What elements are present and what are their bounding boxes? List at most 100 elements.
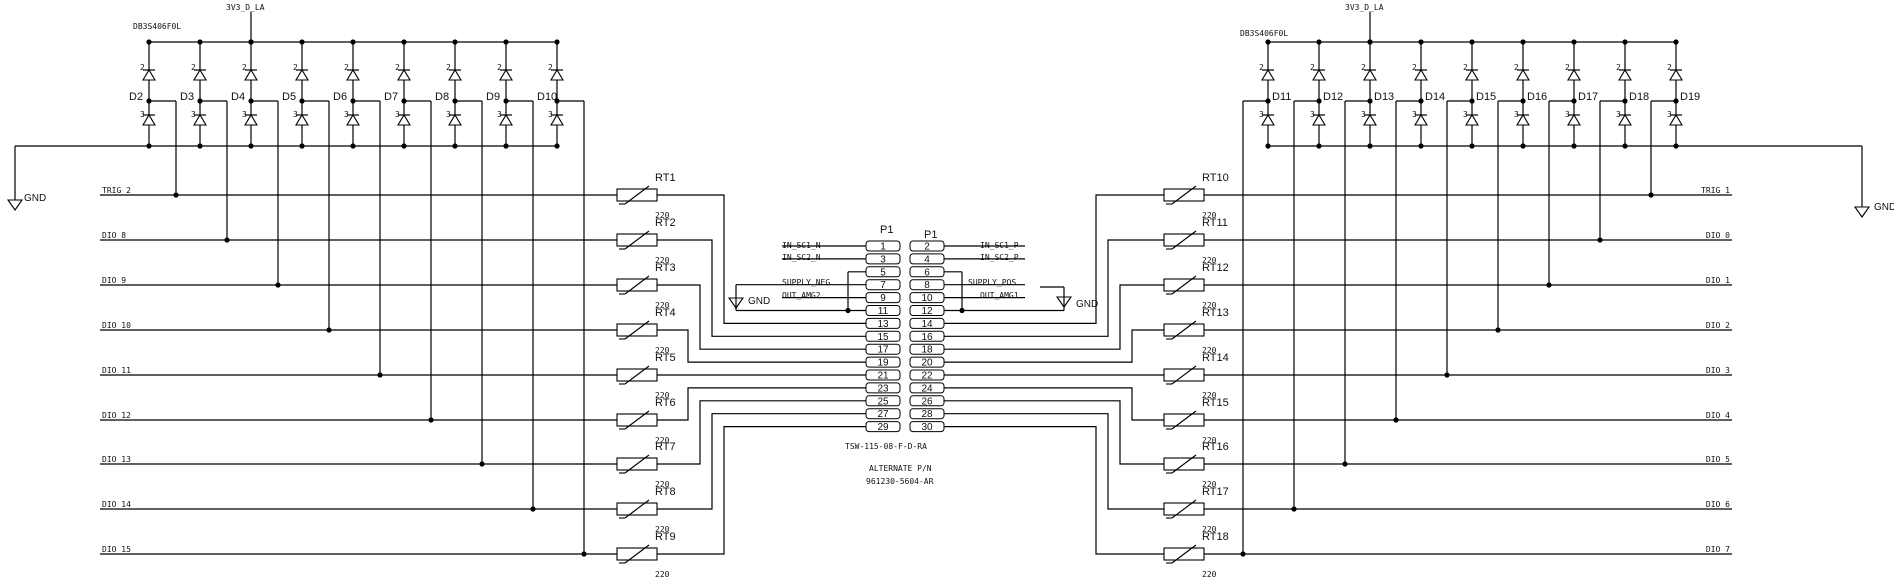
connector-pin-box <box>909 421 945 433</box>
diode-ref: D5 <box>282 91 296 103</box>
connector-pin-number: 16 <box>921 332 933 343</box>
connector-pin-number: 13 <box>877 319 889 330</box>
diode-triangle <box>346 113 360 126</box>
signal-label: DIO_4 <box>1706 411 1730 420</box>
diode-triangle <box>1618 113 1632 126</box>
diode-ref: D15 <box>1476 91 1496 103</box>
diode-pin-number: 3 <box>1616 110 1621 119</box>
resistor-var-line <box>1171 365 1197 385</box>
diode-pin-number: 2 <box>1616 63 1621 72</box>
diode-pin-number: 2 <box>1310 63 1315 72</box>
junction-dot <box>503 143 509 149</box>
diode-ref: D4 <box>231 91 245 103</box>
resistor-var-line <box>1171 410 1197 430</box>
wire <box>675 329 866 363</box>
power-rail-label-left: 3V3_D_LA <box>226 3 265 12</box>
connector-pin-box <box>865 279 901 291</box>
diode-triangle <box>1312 68 1326 81</box>
diode-pin-number: 2 <box>242 63 247 72</box>
diode-pin-number: 2 <box>140 63 145 72</box>
diode-triangle <box>550 113 564 126</box>
resistor <box>1163 499 1205 519</box>
connector-pin-number: 24 <box>921 383 933 394</box>
signal-label: DIO_8 <box>102 231 126 240</box>
resistor-ref: RT3 <box>655 262 676 274</box>
junction-dot <box>248 39 254 45</box>
diode-pin-number: 3 <box>293 110 298 119</box>
diode-pin-number: 2 <box>293 63 298 72</box>
diode-ref: D19 <box>1680 91 1700 103</box>
diode-pin-number: 3 <box>242 110 247 119</box>
junction-dot <box>1393 417 1399 423</box>
resistor-value: 220 <box>1202 301 1217 310</box>
junction-dot <box>350 98 356 104</box>
connector-pin-box <box>865 330 901 342</box>
connector-pin-number: 18 <box>921 345 933 356</box>
resistor-ref: RT6 <box>655 397 676 409</box>
junction-dot <box>1316 98 1322 104</box>
gnd-symbol <box>1055 296 1073 308</box>
signal-label: TRIG_2 <box>102 186 131 195</box>
gnd-label: GND <box>1076 299 1098 310</box>
wire <box>944 284 1164 350</box>
resistor-var-line <box>1171 499 1197 519</box>
junction-dot <box>1469 98 1475 104</box>
junction-dot <box>479 461 485 467</box>
diode-triangle <box>244 113 258 126</box>
resistor-ref: RT15 <box>1202 397 1229 409</box>
diode-ref: D14 <box>1425 91 1445 103</box>
resistor <box>1163 275 1205 295</box>
resistor-ref: RT17 <box>1202 486 1229 498</box>
diode-pin-number: 3 <box>1259 110 1264 119</box>
diode-triangle <box>1465 68 1479 81</box>
diode-triangle <box>193 68 207 81</box>
junction-dot <box>248 143 254 149</box>
connector-net-label: IN_SC2_N <box>782 253 821 262</box>
connector-pin-number: 3 <box>880 254 886 265</box>
connector-pin-number: 1 <box>880 242 886 253</box>
junction-dot <box>299 143 305 149</box>
alternate-pn-title: ALTERNATE P/N <box>869 464 932 473</box>
diode-ref: D11 <box>1272 91 1291 103</box>
connector-ref-right: P1 <box>924 229 937 241</box>
diode-triangle <box>1261 113 1275 126</box>
signal-label: TRIG_1 <box>1701 186 1730 195</box>
junction-dot <box>530 506 536 512</box>
connector-net-label: OUT_AMG2 <box>782 291 821 300</box>
resistor <box>616 544 658 564</box>
junction-dot <box>299 98 305 104</box>
resistor-value: 220 <box>655 211 670 220</box>
diode-triangle <box>1567 68 1581 81</box>
junction-dot <box>1469 143 1475 149</box>
tvs-part-label-right: DB3S406F0L <box>1240 29 1288 38</box>
junction-dot <box>1622 143 1628 149</box>
diode-ref: D17 <box>1578 91 1598 103</box>
junction-dot <box>1265 39 1271 45</box>
diode-pin-number: 2 <box>395 63 400 72</box>
signal-label: DIO_12 <box>102 411 131 420</box>
tvs-part-label-left: DB3S406F0L <box>133 22 181 31</box>
diode-ref: D7 <box>384 91 398 103</box>
connector-pin-number: 11 <box>878 306 889 317</box>
gnd-symbol <box>727 297 745 309</box>
gnd-symbol <box>6 199 24 211</box>
junction-dot <box>1367 143 1373 149</box>
diode-triangle <box>499 113 513 126</box>
connector-pin-number: 30 <box>921 422 933 433</box>
connector-net-label: OUT_AMG1 <box>980 291 1019 300</box>
resistor-ref: RT16 <box>1202 441 1229 453</box>
junction-dot <box>146 143 152 149</box>
resistor-var-line <box>1171 320 1197 340</box>
resistor-var-line <box>624 410 650 430</box>
diode-pin-number: 3 <box>1463 110 1468 119</box>
components: 23D223D323D423D523D623D723D823D923D1023D… <box>6 39 1871 579</box>
resistor-ref: RT18 <box>1202 531 1229 543</box>
junction-dot <box>1571 98 1577 104</box>
resistor-var-line <box>624 454 650 474</box>
connector-pin-number: 28 <box>921 409 933 420</box>
junction-dot <box>1342 461 1348 467</box>
connector-pin-box <box>909 305 945 316</box>
connector-pin-box <box>865 292 901 304</box>
connector-pin-number: 8 <box>924 280 930 291</box>
